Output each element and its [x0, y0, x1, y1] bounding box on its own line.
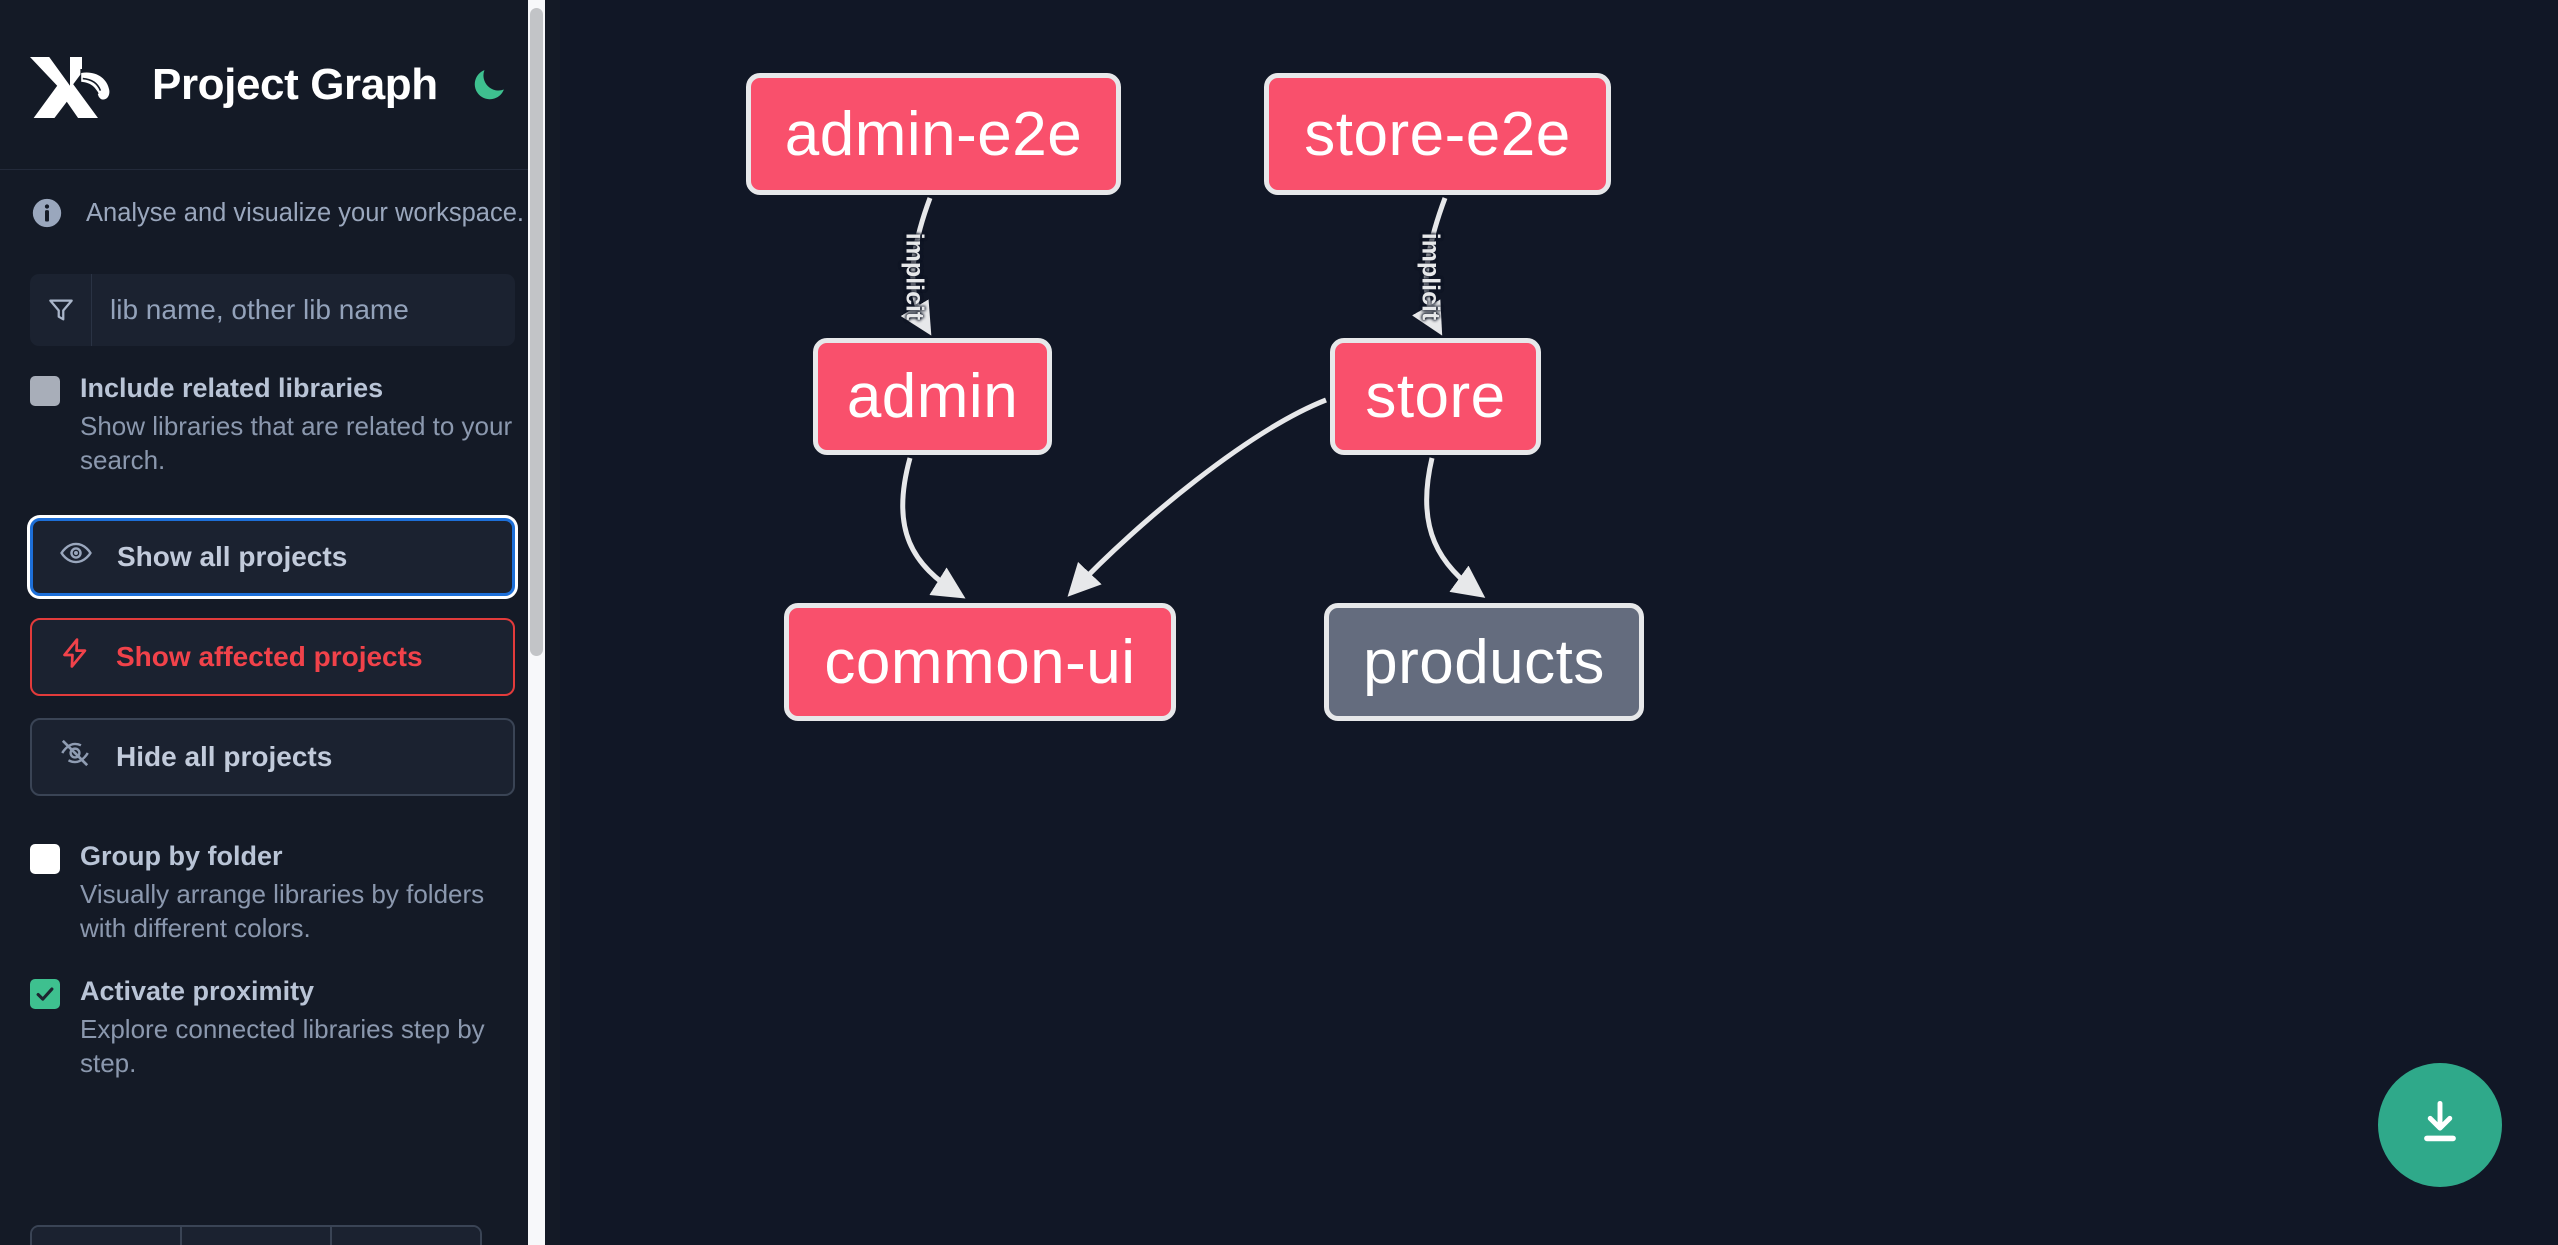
nx-logo-icon [30, 52, 126, 120]
edge-store-e2e-to-store [1412, 197, 1448, 336]
show-affected-projects-label: Show affected projects [116, 640, 423, 672]
search-box[interactable] [30, 274, 515, 346]
sidebar-scrollbar[interactable] [528, 0, 545, 1245]
hide-all-projects-button[interactable]: Hide all projects [30, 717, 515, 796]
option-activate-proximity[interactable]: Activate proximity Explore connected lib… [0, 945, 545, 1081]
button-group-cell[interactable] [32, 1227, 182, 1245]
graph-canvas[interactable]: implicit implicit admin-e2e store-e2e ad… [560, 0, 2558, 1245]
button-group-cell[interactable] [182, 1227, 332, 1245]
activate-proximity-checkbox[interactable] [30, 979, 60, 1010]
graph-edges-layer [900, 197, 1486, 599]
sidebar-header: Project Graph [0, 0, 545, 170]
option-text: Activate proximity Explore connected lib… [80, 975, 515, 1081]
text-filter-button-group[interactable] [30, 1225, 482, 1245]
option-title: Group by folder [80, 840, 283, 871]
search-section [0, 256, 545, 346]
sidebar: Project Graph Analyse and visualize yo [0, 0, 560, 1245]
tagline-text: Analyse and visualize your workspace. [86, 198, 524, 227]
info-icon [30, 196, 64, 230]
hide-all-projects-label: Hide all projects [116, 740, 333, 772]
sidebar-content: Project Graph Analyse and visualize yo [0, 0, 545, 1245]
option-text: Group by folder Visually arrange librari… [80, 840, 515, 946]
option-description: Visually arrange libraries by folders wi… [80, 878, 485, 943]
option-group-by-folder[interactable]: Group by folder Visually arrange librari… [0, 796, 545, 946]
show-affected-projects-button[interactable]: Show affected projects [30, 617, 515, 696]
eye-icon [59, 536, 93, 577]
edge-store-to-products [1424, 457, 1486, 598]
option-description: Explore connected libraries step by step… [80, 1014, 485, 1079]
group-by-folder-checkbox[interactable] [30, 843, 60, 874]
graph-node-admin[interactable]: admin [813, 338, 1052, 455]
download-image-button[interactable] [2378, 1063, 2502, 1187]
graph-node-store-e2e[interactable]: store-e2e [1264, 73, 1611, 195]
graph-node-admin-e2e[interactable]: admin-e2e [746, 73, 1121, 195]
edge-label-implicit-store: implicit [1416, 232, 1445, 321]
show-all-projects-button[interactable]: Show all projects [30, 517, 515, 596]
download-icon [2412, 1095, 2468, 1156]
lightning-bolt-icon [58, 636, 92, 677]
moon-icon[interactable] [466, 62, 512, 108]
workspace-tagline: Analyse and visualize your workspace. [0, 170, 545, 256]
option-include-related-libraries[interactable]: Include related libraries Show libraries… [0, 346, 545, 478]
sidebar-edge [545, 0, 560, 1245]
node-label: common-ui [824, 627, 1136, 697]
node-label: store [1365, 362, 1506, 431]
include-related-libraries-checkbox[interactable] [30, 376, 60, 406]
sidebar-scrollbar-thumb[interactable] [530, 8, 543, 656]
filter-funnel-icon [30, 274, 92, 346]
graph-node-common-ui[interactable]: common-ui [784, 603, 1176, 721]
show-all-projects-label: Show all projects [117, 540, 348, 572]
node-label: products [1363, 627, 1605, 697]
option-description: Show libraries that are related to your … [80, 410, 513, 476]
option-title: Include related libraries [80, 373, 384, 403]
graph-node-store[interactable]: store [1330, 338, 1541, 455]
edge-admin-to-common-ui [900, 457, 966, 599]
page-title: Project Graph [152, 59, 438, 109]
node-label: admin-e2e [784, 99, 1083, 169]
edge-label-implicit-admin: implicit [900, 232, 929, 321]
search-input[interactable] [92, 274, 515, 346]
option-text: Include related libraries Show libraries… [80, 372, 515, 478]
button-group-cell[interactable] [332, 1227, 480, 1245]
graph-node-products[interactable]: products [1324, 603, 1644, 721]
project-action-buttons: Show all projects Show affected projects [0, 478, 545, 796]
edge-store-to-common-ui [1067, 397, 1327, 597]
option-title: Activate proximity [80, 976, 315, 1007]
eye-off-icon [58, 736, 92, 777]
edge-admin-e2e-to-admin [900, 197, 933, 336]
node-label: admin [846, 362, 1019, 431]
node-label: store-e2e [1304, 99, 1571, 169]
